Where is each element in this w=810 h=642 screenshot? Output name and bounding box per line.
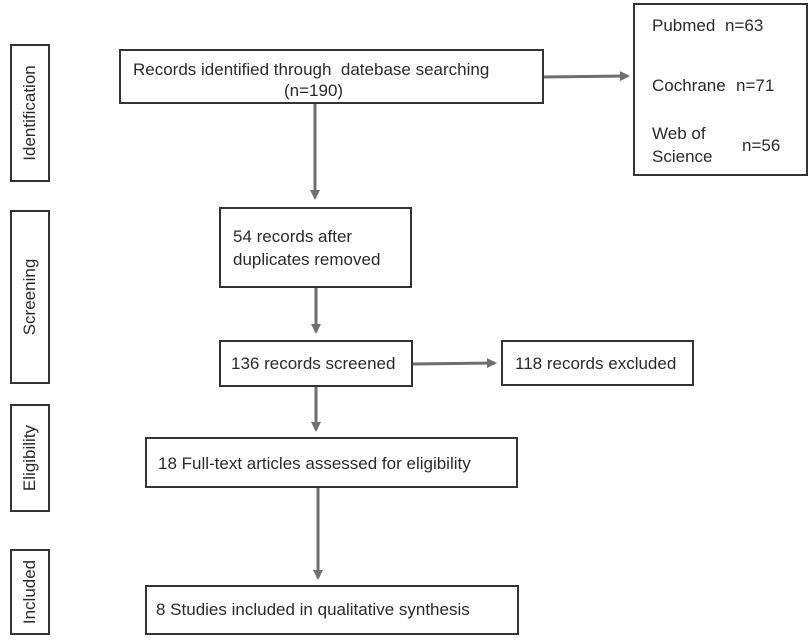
arrow-identified-to-sources — [541, 71, 630, 82]
cochrane-name: Cochrane — [652, 76, 726, 95]
stage-included: Included — [10, 549, 50, 635]
wos-name-line1: Web of — [652, 124, 706, 143]
stage-eligibility: Eligibility — [10, 404, 50, 512]
cochrane-count: n=71 — [736, 76, 775, 95]
wos-count: n=56 — [742, 136, 781, 155]
stage-identification-label: Identification — [20, 65, 39, 161]
fulltext-assessed-box: 18 Full-text articles assessed for eligi… — [145, 437, 518, 488]
fulltext-assessed-text: 18 Full-text articles assessed for eligi… — [158, 454, 471, 473]
stage-screening-label: Screening — [20, 258, 39, 336]
records-identified-line2: (n=190) — [284, 81, 344, 100]
pubmed-name: Pubmed — [652, 16, 716, 35]
records-identified-box: Records identified through datebase sear… — [119, 49, 544, 104]
records-screened-text: 136 records screened — [231, 354, 396, 373]
after-duplicates-box: 54 records after duplicates removed — [219, 207, 412, 288]
pubmed-count: n=63 — [725, 16, 764, 35]
records-screened-box: 136 records screened — [219, 340, 413, 387]
database-sources-box: Pubmed n=63 Cochrane n=71 Web of Science… — [633, 3, 808, 176]
included-studies-box: 8 Studies included in qualitative synthe… — [145, 585, 519, 635]
stage-screening: Screening — [10, 210, 50, 384]
records-excluded-text: 118 records excluded — [515, 354, 677, 373]
records-identified-line1: Records identified through datebase sear… — [133, 60, 490, 79]
stage-included-label: Included — [20, 559, 39, 625]
wos-name-line2: Science — [652, 147, 713, 166]
after-duplicates-line2: duplicates removed — [233, 250, 381, 269]
arrow-screened-to-excluded — [411, 358, 497, 369]
stage-identification: Identification — [10, 44, 50, 182]
stage-eligibility-label: Eligibility — [20, 424, 39, 492]
after-duplicates-line1: 54 records after — [233, 227, 353, 246]
included-studies-text: 8 Studies included in qualitative synthe… — [156, 600, 470, 619]
records-excluded-box: 118 records excluded — [501, 340, 694, 386]
